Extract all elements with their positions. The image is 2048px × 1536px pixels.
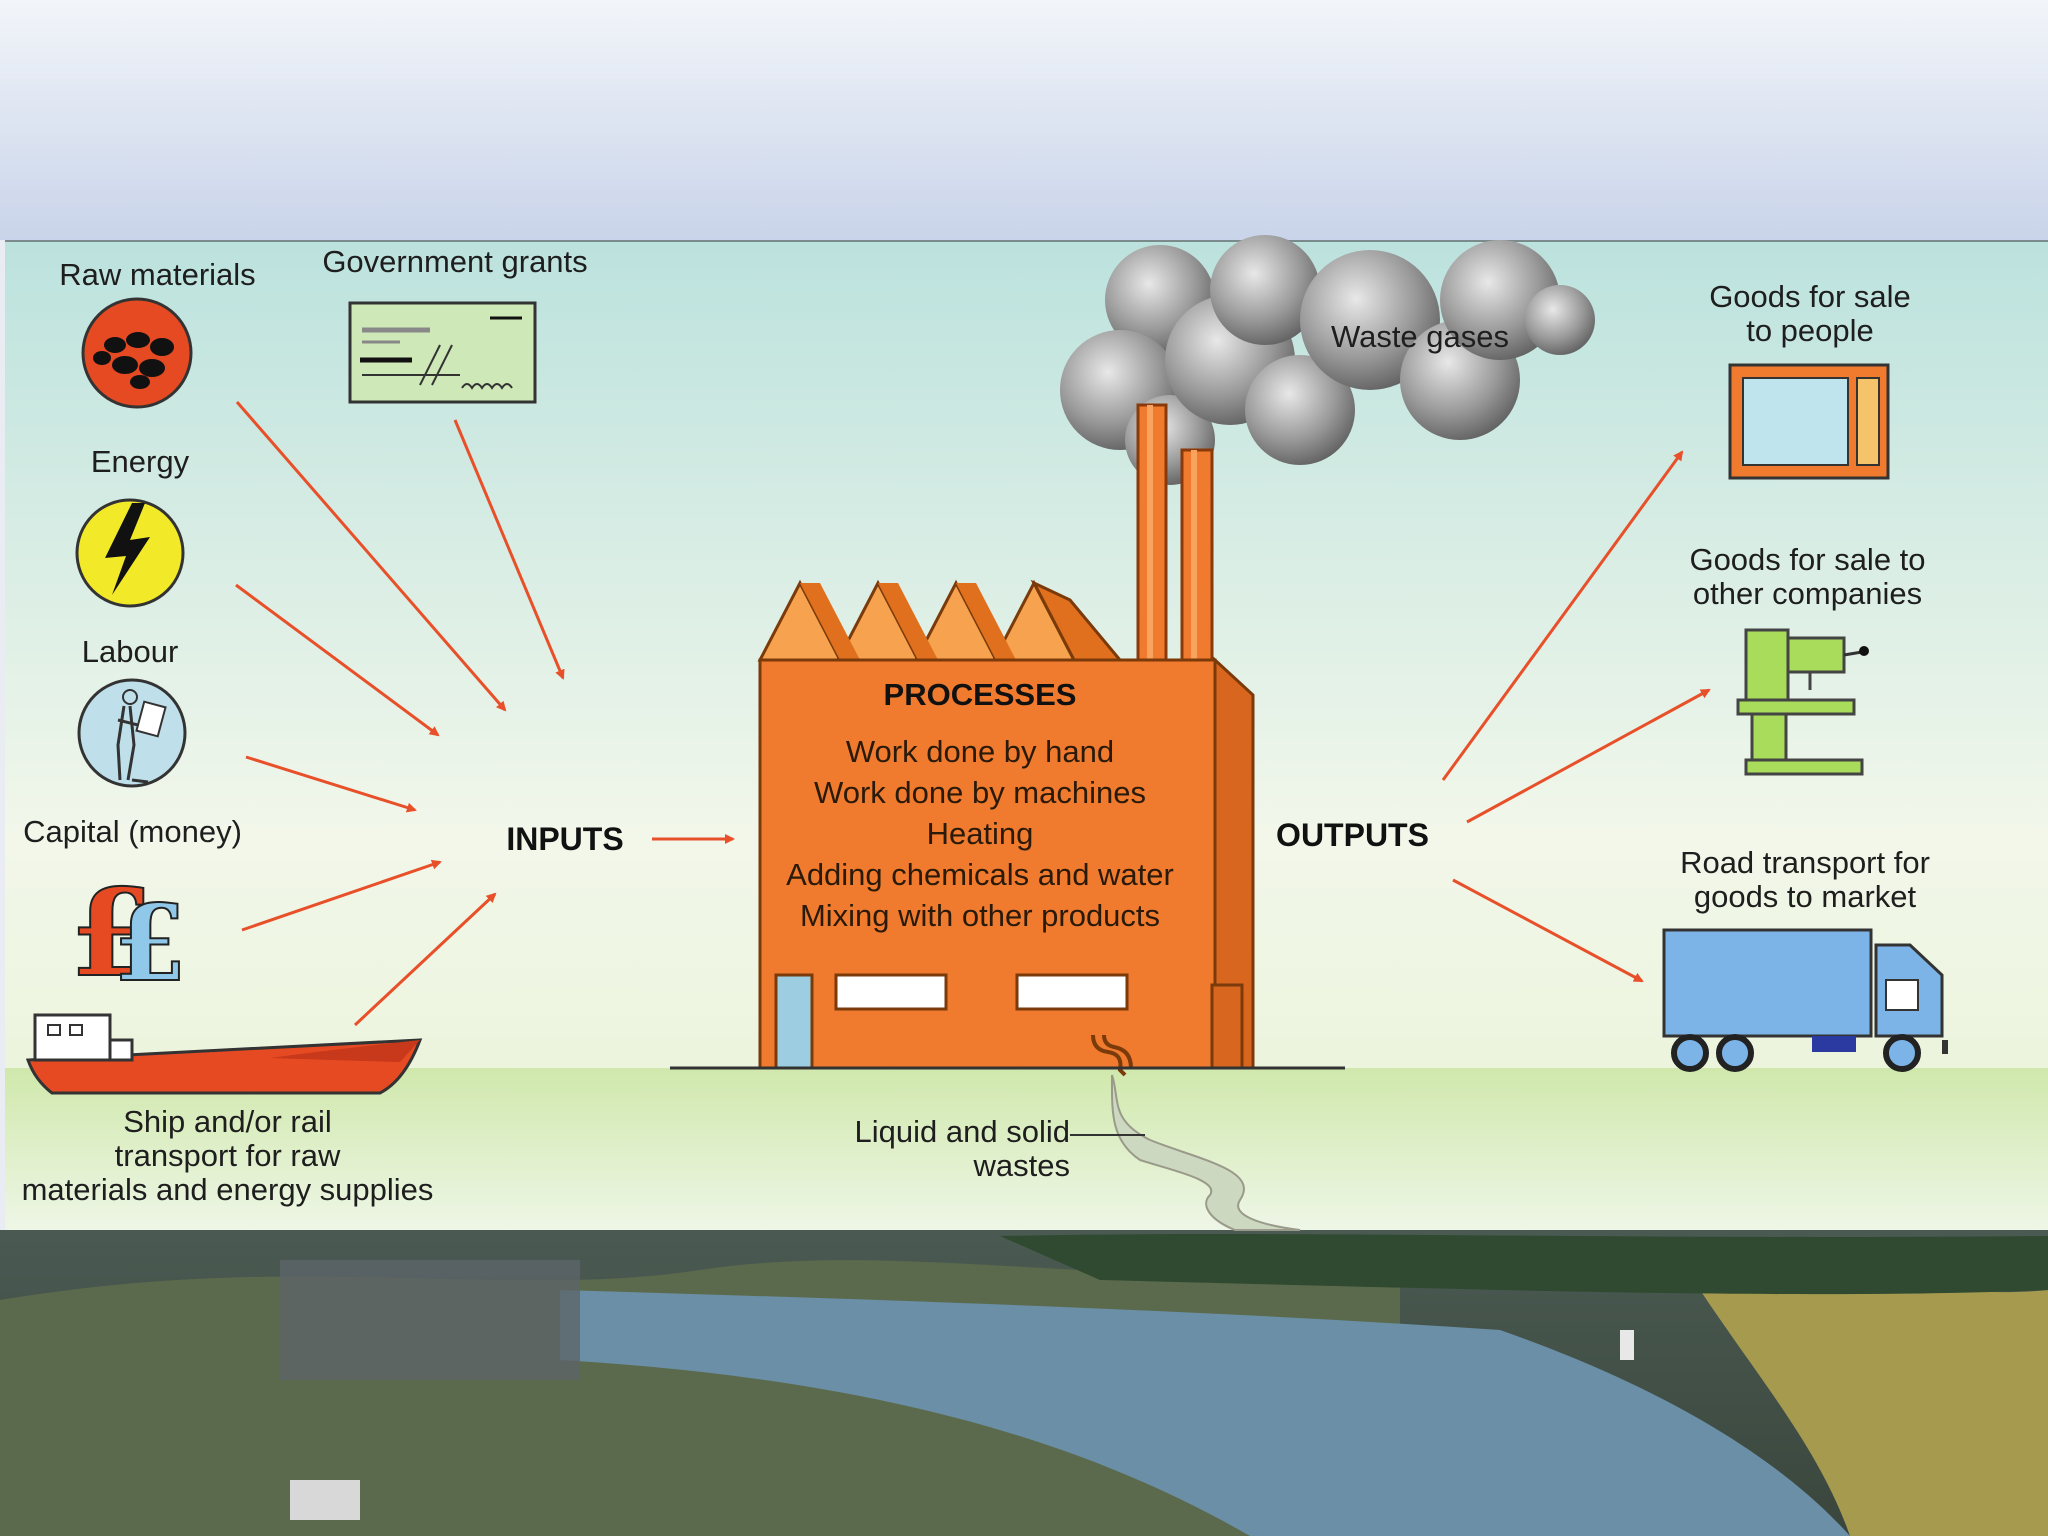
process-step: Mixing with other products	[799, 898, 1161, 933]
output-arrows	[1441, 450, 1711, 983]
ship-transport-label: Ship and/or rail transport for raw mater…	[21, 1104, 434, 1207]
svg-text:£: £	[70, 863, 154, 1004]
television-icon	[1728, 363, 1890, 480]
top-band	[0, 0, 2048, 240]
process-step: Work done by machines	[814, 775, 1146, 810]
cheque-icon	[348, 301, 537, 404]
input-arrows	[235, 401, 735, 1027]
process-step: Adding chemicals and water	[786, 857, 1174, 892]
outputs-heading: OUTPUTS	[1276, 817, 1429, 853]
road-transport-label: Road transport for goods to market	[1680, 845, 1930, 914]
worker-icon	[77, 678, 187, 788]
landscape-photo	[0, 1230, 2048, 1536]
goods-for-companies-label: Goods for sale to other companies	[1689, 542, 1926, 611]
labour-label: Labour	[81, 634, 179, 669]
factory-chimneys	[1136, 403, 1214, 667]
goods-for-people-label: Goods for sale to people	[1709, 279, 1911, 348]
liquid-waste-stream	[1110, 1074, 1301, 1231]
inputs-heading: INPUTS	[506, 821, 624, 857]
ground	[5, 1068, 2048, 1230]
energy-label: Energy	[90, 444, 190, 479]
processes-heading: PROCESSES	[883, 677, 1077, 712]
capital-label: Capital (money)	[23, 814, 242, 849]
process-step: Heating	[926, 816, 1034, 851]
raw-materials-icon	[81, 297, 193, 409]
factory-building	[757, 579, 1255, 1077]
waste-gases-label: Waste gases	[1330, 319, 1510, 354]
processes-list: Work done by hand Work done by machines …	[740, 731, 1220, 936]
factory-door	[774, 973, 814, 1070]
lightning-bolt-icon	[75, 498, 185, 608]
liquid-solid-wastes-label: Liquid and solid wastes	[854, 1114, 1070, 1183]
svg-text:£: £	[113, 881, 186, 1005]
government-grants-label: Government grants	[322, 244, 588, 279]
raw-materials-label: Raw materials	[59, 257, 256, 292]
pound-sign-icon: £ £	[69, 862, 187, 1006]
process-step: Work done by hand	[845, 734, 1115, 769]
machine-tool-icon	[1736, 628, 1869, 776]
ship-icon	[25, 1013, 423, 1095]
lorry-icon	[1662, 928, 1948, 1072]
